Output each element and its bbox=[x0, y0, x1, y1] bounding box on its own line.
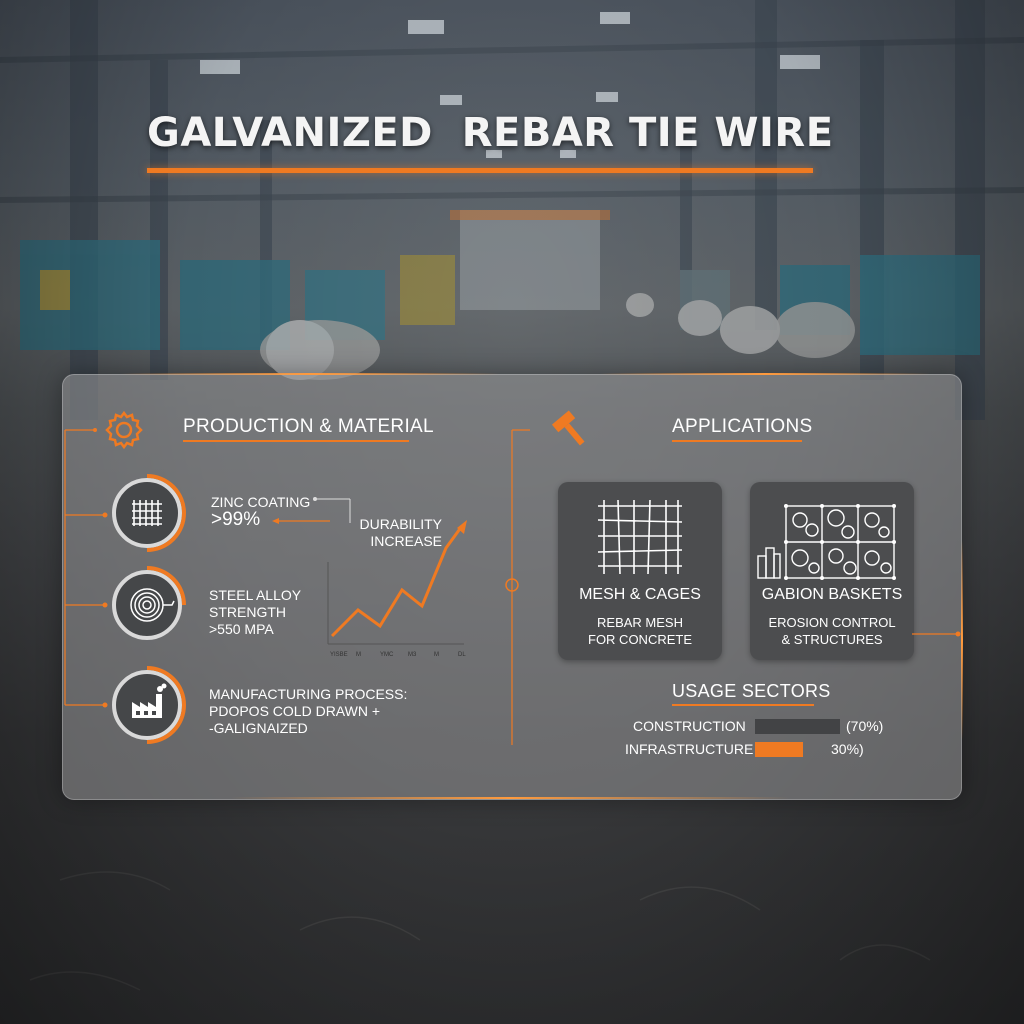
wire-coil-icon bbox=[130, 588, 175, 622]
card-connector bbox=[912, 631, 961, 637]
steel-alloy-ring bbox=[112, 570, 182, 640]
steel-alloy-text: STEEL ALLOY STRENGTH >550 MPA bbox=[209, 587, 301, 638]
grid-mesh-icon bbox=[132, 500, 162, 526]
hammer-icon bbox=[545, 404, 595, 454]
usage-sectors-underline bbox=[672, 704, 814, 706]
steel-alloy-line-3: >550 MPA bbox=[209, 621, 274, 637]
chart-tick-5: M bbox=[434, 652, 439, 658]
chart-tick-6: DL bbox=[458, 652, 466, 658]
manufacturing-line-2: PDOPOS COLD DRAWN + bbox=[209, 703, 381, 719]
mesh-cages-title: MESH & CAGES bbox=[579, 586, 701, 603]
manufacturing-ring-accent bbox=[146, 666, 186, 744]
mesh-cages-sub-1: REBAR MESH bbox=[597, 615, 683, 630]
gabion-baskets-subtitle: EROSION CONTROL & STRUCTURES bbox=[750, 614, 914, 648]
gabion-baskets-card: GABION BASKETS EROSION CONTROL & STRUCTU… bbox=[750, 482, 914, 660]
construction-label: CONSTRUCTION bbox=[633, 718, 746, 734]
gabion-baskets-title: GABION BASKETS bbox=[761, 586, 903, 603]
manufacturing-text: MANUFACTURING PROCESS: PDOPOS COLD DRAWN… bbox=[209, 686, 407, 737]
zinc-coating-value: >99% bbox=[211, 509, 261, 530]
center-divider bbox=[505, 429, 530, 745]
chart-tick-4: M3 bbox=[408, 652, 417, 658]
zinc-coating-text: ZINC COATING >99% bbox=[211, 494, 311, 530]
durability-line-2: INCREASE bbox=[370, 533, 442, 549]
steel-alloy-line-1: STEEL ALLOY bbox=[209, 587, 302, 603]
infrastructure-percent: 30%) bbox=[831, 741, 864, 757]
gabion-baskets-sub-1: EROSION CONTROL bbox=[768, 615, 896, 630]
title-underline bbox=[147, 168, 813, 173]
steel-ring-accent bbox=[146, 566, 186, 606]
panel-glow-right bbox=[961, 540, 963, 740]
chart-tick-3: YMC bbox=[380, 652, 394, 658]
construction-percent: (70%) bbox=[846, 718, 884, 734]
gear-icon bbox=[102, 408, 146, 452]
durability-line-1: DURABILITY bbox=[359, 516, 442, 532]
page-title: GALVANIZED REBAR TIE WIRE bbox=[147, 110, 834, 156]
infrastructure-bar bbox=[755, 742, 803, 757]
usage-sectors-heading: USAGE SECTORS bbox=[672, 681, 831, 701]
chart-tick-2: M bbox=[356, 652, 361, 658]
chart-tick-1: YISBE bbox=[330, 652, 348, 658]
panel-glow-top-left bbox=[120, 373, 500, 375]
production-heading-underline bbox=[183, 440, 409, 442]
durability-chart bbox=[327, 520, 467, 645]
applications-heading-underline bbox=[672, 440, 802, 442]
manufacturing-ring bbox=[112, 670, 182, 740]
panel-glow-top-right bbox=[600, 373, 930, 375]
production-heading: PRODUCTION & MATERIAL bbox=[183, 416, 434, 437]
gabion-baskets-sub-2: & STRUCTURES bbox=[781, 632, 883, 647]
zinc-ring-accent bbox=[146, 474, 186, 552]
steel-alloy-line-2: STRENGTH bbox=[209, 604, 286, 620]
factory-icon bbox=[132, 683, 167, 718]
panel-glow-bottom bbox=[230, 797, 790, 799]
construction-bar-track bbox=[755, 719, 840, 734]
infrastructure-label: INFRASTRUCTURE bbox=[625, 741, 754, 757]
applications-heading: APPLICATIONS bbox=[672, 416, 813, 437]
zinc-coating-label: ZINC COATING bbox=[211, 494, 311, 510]
mesh-cages-card: MESH & CAGES REBAR MESH FOR CONCRETE bbox=[558, 482, 722, 660]
manufacturing-line-1: MANUFACTURING PROCESS: bbox=[209, 686, 408, 702]
zinc-callout-lines bbox=[272, 497, 351, 524]
infrastructure-bar-track bbox=[755, 742, 840, 757]
zinc-coating-ring bbox=[112, 478, 182, 548]
construction-bar bbox=[755, 719, 840, 734]
manufacturing-line-3: -GALIGNAIZED bbox=[209, 720, 308, 736]
production-connector-lines bbox=[64, 428, 108, 708]
gabion-icon bbox=[757, 504, 896, 580]
mesh-cages-sub-2: FOR CONCRETE bbox=[588, 632, 692, 647]
mesh-cages-subtitle: REBAR MESH FOR CONCRETE bbox=[558, 614, 722, 648]
mesh-icon bbox=[597, 499, 683, 575]
durability-label: DURABILITY INCREASE bbox=[348, 516, 442, 550]
